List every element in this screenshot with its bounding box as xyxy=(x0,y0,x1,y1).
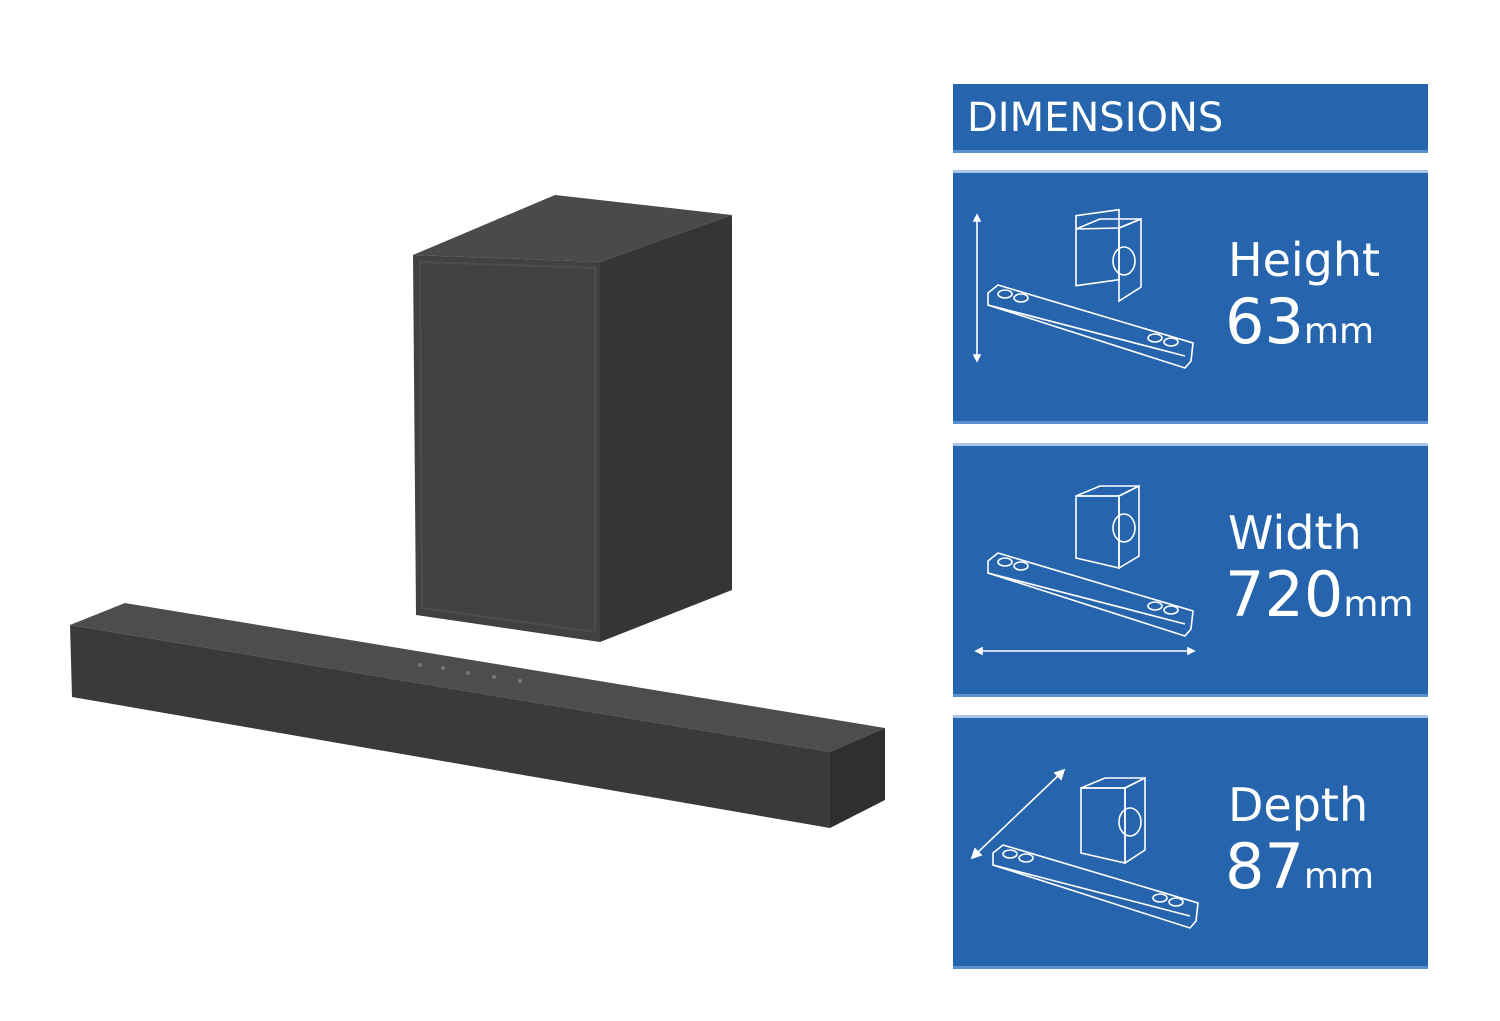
height-panel: Height 63mm xyxy=(953,170,1428,424)
width-value: 720mm xyxy=(1225,558,1414,631)
width-panel: Width 720mm xyxy=(953,443,1428,697)
depth-panel: Depth 87mm xyxy=(953,715,1428,969)
height-arrow-icon xyxy=(972,213,982,363)
soundbar-outline-icon xyxy=(987,208,1194,369)
dimensions-title: DIMENSIONS xyxy=(967,95,1224,141)
soundbar-product-image xyxy=(70,195,885,828)
soundbar-outline-icon xyxy=(992,776,1199,929)
dimensions-header: DIMENSIONS xyxy=(953,84,1428,153)
depth-label: Depth xyxy=(1228,778,1369,832)
width-arrow-icon xyxy=(974,646,1196,656)
depth-value: 87mm xyxy=(1225,830,1375,903)
width-label: Width xyxy=(1228,506,1362,560)
soundbar xyxy=(70,603,885,828)
height-value: 63mm xyxy=(1225,285,1375,358)
height-label: Height xyxy=(1228,233,1381,287)
soundbar-outline-icon xyxy=(987,484,1194,637)
depth-arrow-icon xyxy=(970,768,1066,860)
subwoofer xyxy=(413,195,732,642)
